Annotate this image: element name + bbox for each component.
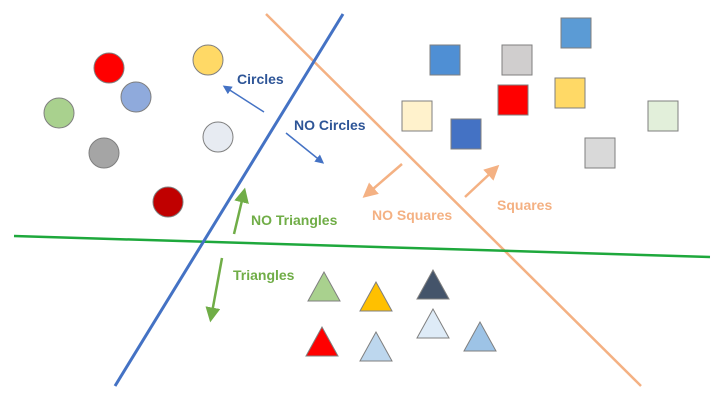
square-shape: [497, 84, 529, 116]
triangle-shape: [307, 270, 341, 302]
circle-shape: [152, 186, 184, 218]
circles-side-arrow: [222, 85, 265, 113]
circle-shape: [93, 52, 125, 84]
circle-shape: [43, 97, 75, 129]
no-circles-label: NO Circles: [294, 117, 366, 133]
no-squares-side-arrow: [362, 163, 403, 198]
circle-shape: [88, 137, 120, 169]
square-shape: [584, 137, 616, 169]
circle-shape: [192, 44, 224, 76]
circles-divider-line: [113, 13, 345, 387]
no-squares-label: NO Squares: [372, 207, 452, 223]
square-shape: [554, 77, 586, 109]
triangle-shape: [305, 325, 339, 357]
circles-label: Circles: [237, 71, 284, 87]
triangle-shape: [416, 307, 450, 339]
square-shape: [647, 100, 679, 132]
square-shape: [560, 17, 592, 49]
square-shape: [501, 44, 533, 76]
triangle-shape: [416, 268, 450, 300]
square-shape: [450, 118, 482, 150]
triangle-shape: [359, 280, 393, 312]
triangle-shape: [463, 320, 497, 352]
no-circles-side-arrow: [285, 132, 325, 164]
squares-side-arrow: [464, 164, 500, 198]
circle-shape: [202, 121, 234, 153]
no-triangles-label: NO Triangles: [251, 212, 338, 228]
no-triangles-side-arrow: [232, 187, 249, 235]
squares-divider-line: [265, 13, 642, 387]
squares-label: Squares: [497, 197, 552, 213]
triangles-divider-line: [13, 234, 711, 259]
triangle-shape: [359, 330, 393, 362]
triangles-label: Triangles: [233, 267, 295, 283]
square-shape: [401, 100, 433, 132]
circle-shape: [120, 81, 152, 113]
triangles-side-arrow: [205, 257, 224, 323]
square-shape: [429, 44, 461, 76]
